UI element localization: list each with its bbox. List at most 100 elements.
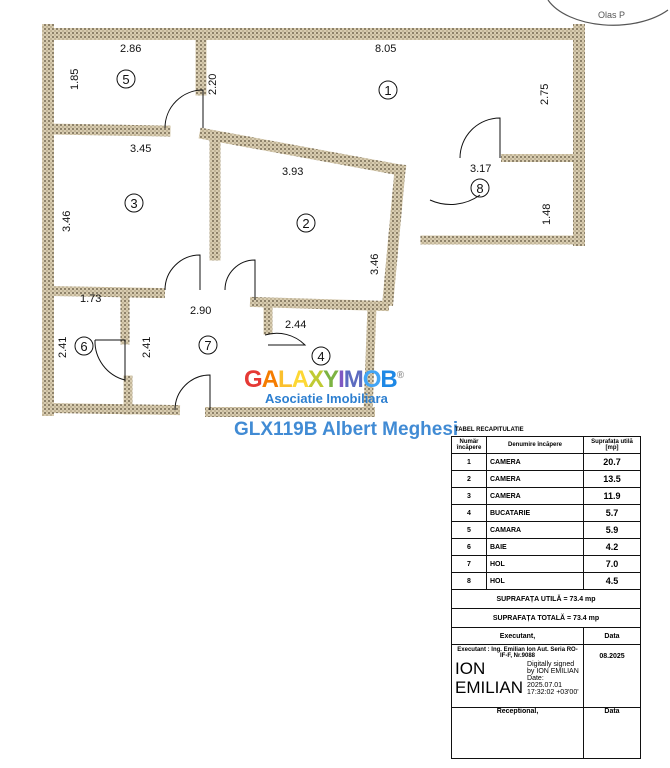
text-label: 3.46 [369,254,381,275]
text-label: SUPRAFAȚA TOTALĂ = 73.4 mp [451,608,641,628]
text-label: ® [396,370,404,381]
text-label: CAMARA [486,521,584,539]
text-label: BUCATARIE [486,504,584,522]
text-label: 8 [451,572,487,590]
text-label: I [338,366,345,393]
text-label: 1.73 [80,293,101,305]
text-label: 3.93 [282,166,303,178]
text-label: 3 [130,196,137,211]
text-label: Data [583,707,641,759]
signature-row: Executant : Ing. Emilian Ion Aut. Seria … [451,644,641,708]
text-label: 4 [317,349,324,364]
text-label: 6 [451,538,487,556]
text-label: L [278,366,293,393]
text-label: 2 [302,216,309,231]
text-label: HOL [486,555,584,573]
text-label: 8.05 [375,43,396,55]
text-label: 5 [451,521,487,539]
total-area-row: SUPRAFAȚA TOTALĂ = 73.4 mp [451,608,641,628]
text-label: 2.75 [539,84,551,105]
doors [94,89,501,411]
text-label: CAMERA [486,470,584,488]
text-label: 2.86 [120,43,141,55]
text-label: ION [455,659,486,678]
text-label: 20.7 [583,453,641,471]
table-caption: TABEL RECAPITULATIE [455,427,524,433]
text-label: 2.41 [141,337,153,358]
text-label: G [244,366,263,393]
text-label: 5 [122,72,129,87]
useful-area-row: SUPRAFAȚA UTILĂ = 73.4 mp [451,589,641,609]
text-label: M [343,366,364,393]
stamp-seal [547,0,669,26]
text-label: Y [323,366,339,393]
summary-table: Numär încăpere Denumire încăpere Suprafa… [451,436,641,759]
text-label: 11.9 [583,487,641,505]
text-label: SUPRAFAȚA UTILĂ = 73.4 mp [451,589,641,609]
listing-code: GLX119B Albert Meghesi [234,419,459,440]
text-label: CAMERA [486,487,584,505]
text-label: 2.90 [190,305,211,317]
text-label: X [308,366,324,393]
galaxyimob-logo: GALAXYIMOB® [244,366,404,394]
text-label: 6 [80,339,87,354]
text-label: BAIE [486,538,584,556]
text-label: 3.17 [470,163,491,175]
text-label: 4.2 [583,538,641,556]
text-label: 2.44 [285,319,306,331]
text-label: EMILIAN [455,678,524,697]
text-label: 2.20 [207,74,219,95]
receptional-row: Receptional, Data [451,707,641,759]
executant-info: Executant : Ing. Emilian Ion Aut. Seria … [457,647,578,659]
room-number-labels: 1 2 3 4 5 6 7 8 [80,72,483,364]
text-label: 2.41 [57,337,69,358]
walls [42,24,585,417]
digital-signature-text: Digitally signed by ION EMILIAN Date: 20… [527,660,579,696]
text-label: 1.85 [69,69,81,90]
room-numbers [74,69,490,366]
text-label: A [261,366,279,393]
text-label: 7 [204,338,211,353]
text-label: Numär încăpere [451,436,487,454]
text-label: 1 [384,83,391,98]
logo-subtitle: Asociatie Imobiliara [265,391,388,406]
text-label: Receptional, [451,707,584,759]
text-label: 5.7 [583,504,641,522]
text-label: HOL [486,572,584,590]
date-value: 08.2025 [583,644,641,708]
text-label: 5.9 [583,521,641,539]
text-label: Data [583,627,641,645]
text-label: 13.5 [583,470,641,488]
text-label: 8 [476,181,483,196]
text-label: 7.0 [583,555,641,573]
text-label: O [362,366,382,393]
executant-header: Executant,Data [451,627,641,645]
text-label: Executant, [451,627,584,645]
text-label: A [291,366,309,393]
stamp-text: Olas P [598,10,625,20]
text-label: Denumire încăpere [486,436,584,454]
text-label: 1 [451,453,487,471]
text-label: 3 [451,487,487,505]
text-label: 4.5 [583,572,641,590]
text-label: B [380,366,397,393]
text-label: 3.46 [61,211,73,232]
text-label: 7 [451,555,487,573]
text-label: 4 [451,504,487,522]
dimension-labels: 2.86 8.05 1.85 2.20 2.75 3.45 3.93 3.17 … [57,43,553,358]
text-label: 3.45 [130,143,151,155]
table-header: Numär încăpere Denumire încăpere Suprafa… [451,436,641,454]
text-label: 1.48 [541,204,553,225]
text-label: CAMERA [486,453,584,471]
